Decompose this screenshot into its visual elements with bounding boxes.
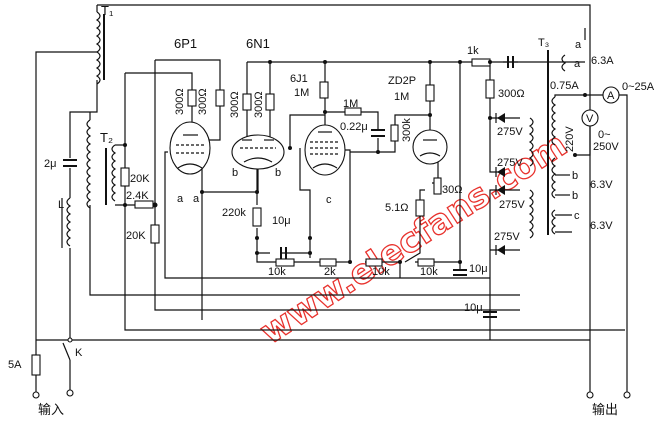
label-30: 30Ω [442,184,462,196]
label-220v: 220V [564,126,576,152]
label-10u-3: 10μ [464,302,483,314]
tube-6j1: 6J1 1M [290,73,346,176]
label-voltmeter-range-2: 250V [593,141,619,153]
label-a2: a [193,193,200,205]
label-5-1: 5.1Ω [385,202,409,214]
6p1-label: 6P1 [174,36,197,51]
capacitors [280,56,514,318]
6j1-resistor-label: 1M [294,87,309,99]
label-0-75a: 0.75A [550,80,579,92]
label-t3-c: c [574,210,580,222]
label-300-2: 300Ω [197,88,209,115]
label-6-3v-1: 6.3V [590,179,613,191]
label-6-3v-2: 6.3V [590,220,613,232]
tube-6n1: 6N1 [231,36,285,170]
label-1k: 1k [467,45,479,57]
ammeter-symbol: A [607,90,615,102]
t2-label: T₂ [100,130,113,145]
label-b1: b [232,167,238,179]
input-label: 输入 [38,402,64,417]
inductor-l: L [58,197,72,248]
label-275v-1: 275V [497,126,523,138]
inductor-label: L [58,199,64,211]
junctions [123,60,587,264]
label-t3-b1: b [572,170,578,182]
resistors [120,58,495,267]
label-6-3a: 6.3A [591,55,614,67]
transformer-t2: T₂ [86,119,117,209]
label-t3-b2: b [572,190,578,202]
label-voltmeter-range-1: 0~ [598,129,611,141]
switch-k: K [62,337,83,361]
label-300-1: 300Ω [174,88,186,115]
label-b2: b [275,167,281,179]
label-300-5: 300Ω [498,88,525,100]
6j1-label: 6J1 [290,73,308,85]
label-275v-2: 275V [497,157,523,169]
label-1m: 1M [343,98,358,110]
fuse-label: 5A [8,359,22,371]
tube-2d2p: ZD2P 1M [388,75,448,165]
switch-label: K [75,347,83,359]
label-10k-2: 10k [372,266,390,278]
label-300k: 300k [401,118,413,142]
label-20k-1: 20K [130,173,150,185]
tube-6p1: 6P1 [169,36,211,175]
fuse-5a: 5A [8,354,41,376]
label-2k: 2k [324,266,336,278]
ammeter: A [602,86,620,104]
label-10k-3: 10k [420,266,438,278]
label-a1: a [177,193,184,205]
label-20k-2: 20K [126,230,146,242]
rectifier-diodes [495,113,505,255]
input-terminals: 输入 [32,389,74,417]
label-10u-2: 10μ [469,263,488,275]
label-c1: c [326,194,332,206]
label-10u-1: 10μ [272,215,291,227]
label-300-4: 300Ω [253,91,265,118]
label-300-3: 300Ω [229,91,241,118]
6n1-label: 6N1 [246,36,270,51]
transformer-t3: T₃ [528,37,585,239]
voltmeter-symbol: V [586,113,594,125]
2d2p-resistor-label: 1M [394,91,409,103]
label-2-4k: 2.4K [126,190,149,202]
2d2p-label: ZD2P [388,75,416,87]
capacitor-2u: 2μ [44,158,77,170]
label-t3-a1: a [575,39,582,51]
output-label: 输出 [592,402,618,417]
output-terminals: 输出 [586,391,631,417]
transformer-t1: T₁ [95,3,114,85]
label-0-22u: 0.22μ [340,121,368,133]
label-ammeter-range: 0~25A [622,81,655,93]
label-275v-4: 275V [494,231,520,243]
label-220k: 220k [222,207,246,219]
watermark: www.elecfans.com [253,125,574,353]
component-labels: 20K 2.4K 20K 300Ω 300Ω 300Ω 300Ω a a b b… [126,39,655,314]
c2u-label: 2μ [44,158,56,170]
t1-label: T₁ [101,3,114,18]
label-t3-a2: a [574,58,581,70]
t3-label: T₃ [538,37,549,49]
wires [35,4,628,395]
label-275v-3: 275V [499,199,525,211]
voltmeter: V [581,109,599,127]
label-10k-1: 10k [268,266,286,278]
